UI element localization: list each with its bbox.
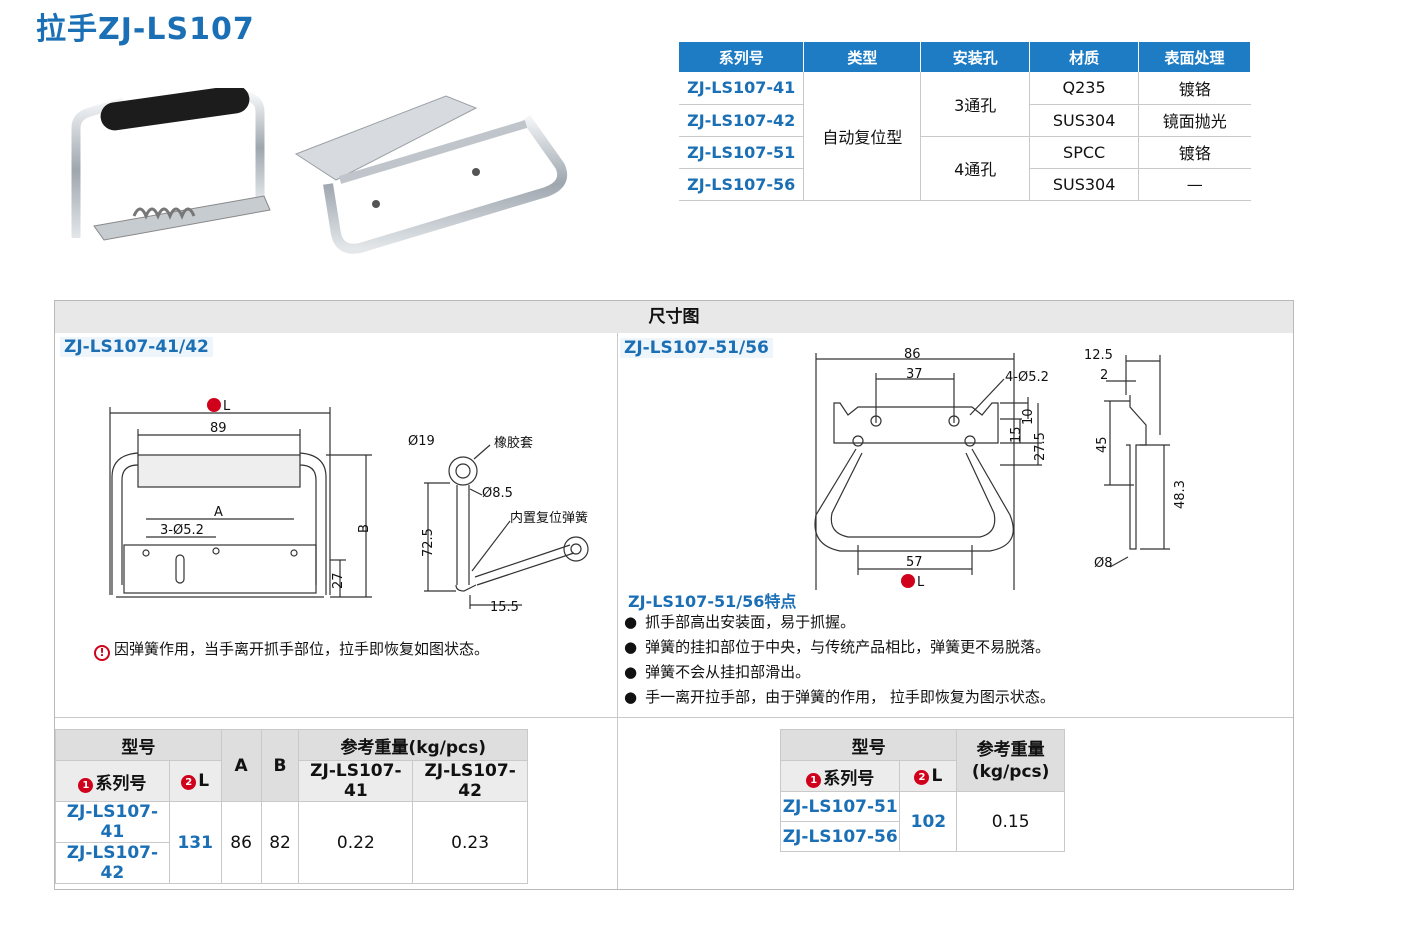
marker-2-icon: 2	[914, 770, 930, 785]
dim-d8: Ø8	[1094, 556, 1113, 571]
marker-2-icon: 2	[181, 775, 197, 790]
spec-table: 系列号 类型 安装孔 材质 表面处理 ZJ-LS107-41 自动复位型 3通孔…	[679, 42, 1251, 201]
feature-item: 弹簧的挂扣部位于中央，与传统产品相比，弹簧更不易脱落。	[624, 635, 1055, 660]
dim-10: 10	[1021, 408, 1036, 425]
dim-15: 15	[1009, 426, 1024, 443]
dim-2: 2	[1100, 368, 1108, 383]
marker-1-icon: 1	[806, 772, 822, 788]
page-title: 拉手ZJ-LS107	[36, 12, 255, 47]
A-cell: 86	[220, 801, 262, 884]
spec-finish: 镜面抛光	[1138, 104, 1251, 137]
spec-header-series: 系列号	[679, 42, 805, 72]
label-spring: 内置复位弹簧	[510, 510, 588, 526]
warning-note: !因弹簧作用，当手离开抓手部位，拉手即恢复如图状态。	[94, 638, 489, 661]
th-model: 型号	[55, 729, 222, 761]
spec-model: ZJ-LS107-56	[679, 168, 805, 201]
spec-holes: 3通孔	[920, 72, 1031, 137]
model-cell: ZJ-LS107-56	[779, 821, 901, 852]
marker-2-icon	[207, 398, 221, 412]
dim-89: 89	[210, 421, 227, 436]
dim-holes-4: 4-Ø5.2	[1005, 370, 1049, 385]
spec-model: ZJ-LS107-42	[679, 104, 805, 137]
spec-material: Q235	[1029, 72, 1140, 105]
model-cell: ZJ-LS107-51	[779, 791, 901, 822]
features-title: ZJ-LS107-51/56特点	[628, 592, 797, 611]
th-w2: ZJ-LS107-42	[412, 760, 528, 802]
spec-header-finish: 表面处理	[1138, 42, 1251, 72]
feature-item: 弹簧不会从挂扣部滑出。	[624, 660, 1055, 685]
spec-header-type: 类型	[803, 42, 922, 72]
B-cell: 82	[260, 801, 300, 884]
dim-86: 86	[904, 347, 921, 362]
L-cell: 131	[168, 801, 222, 884]
th-model: 型号	[779, 729, 958, 761]
dim-45: 45	[1095, 436, 1110, 453]
dimension-frame	[54, 300, 1294, 890]
spec-finish: 镀铬	[1138, 72, 1251, 105]
feature-item: 抓手部高出安装面，易于抓握。	[624, 610, 1055, 635]
spec-material: SUS304	[1029, 168, 1140, 201]
lower-divider	[55, 717, 1293, 718]
marker-1-icon: 1	[78, 777, 94, 793]
right-model-label: ZJ-LS107-51/56	[620, 338, 773, 358]
dim-A: A	[214, 505, 223, 520]
product-photo-handle-41	[71, 88, 271, 241]
L-cell: 102	[899, 791, 958, 852]
product-photo-handle-51	[294, 95, 568, 254]
th-weight: 参考重量(kg/pcs)	[956, 729, 1065, 792]
marker-2-icon	[901, 574, 915, 588]
dim-57: 57	[906, 555, 923, 570]
dim-725: 72.5	[421, 528, 436, 557]
dim-holes: 3-Ø5.2	[160, 523, 204, 538]
feature-item: 手一离开拉手部，由于弹簧的作用， 拉手即恢复为图示状态。	[624, 685, 1055, 710]
model-cell: ZJ-LS107-42	[55, 842, 170, 884]
spec-model: ZJ-LS107-41	[679, 72, 805, 105]
th-A: A	[220, 729, 262, 802]
spec-holes: 4通孔	[920, 136, 1031, 201]
spec-model: ZJ-LS107-51	[679, 136, 805, 169]
spec-finish: —	[1138, 168, 1251, 201]
warning-text: 因弹簧作用，当手离开抓手部位，拉手即恢复如图状态。	[114, 640, 490, 658]
features-list: 抓手部高出安装面，易于抓握。 弹簧的挂扣部位于中央，与传统产品相比，弹簧更不易脱…	[624, 610, 1055, 710]
dim-d85: Ø8.5	[482, 486, 513, 501]
dim-27: 27	[331, 572, 346, 589]
dim-155: 15.5	[490, 600, 519, 615]
drawing-41-42: L 89 A 3-Ø5.2 B 27 Ø19 橡胶套 Ø8.5 内置复位弹簧 7…	[109, 398, 589, 615]
drawing-51-56: 86 37 4-Ø5.2 10 15 27.5 57 L 12.5 2 45 4…	[814, 347, 1188, 590]
spec-header-holes: 安装孔	[920, 42, 1031, 72]
dim-275: 27.5	[1033, 432, 1048, 461]
spec-material: SUS304	[1029, 104, 1140, 137]
w2-cell: 0.23	[412, 801, 528, 884]
spec-type: 自动复位型	[803, 72, 922, 201]
dim-L: L	[223, 399, 231, 414]
section-divider	[617, 333, 618, 889]
model-cell: ZJ-LS107-41	[55, 801, 170, 843]
spec-material: SPCC	[1029, 136, 1140, 169]
label-rubber: 橡胶套	[494, 435, 533, 451]
left-model-label: ZJ-LS107-41/42	[60, 337, 213, 357]
dim-B: B	[357, 524, 372, 533]
th-weight: 参考重量(kg/pcs)	[298, 729, 528, 761]
w1-cell: 0.22	[298, 801, 414, 884]
spec-finish: 镀铬	[1138, 136, 1251, 169]
spec-header-material: 材质	[1029, 42, 1140, 72]
dim-L-right: L	[917, 575, 925, 590]
warning-icon: !	[94, 645, 110, 661]
dim-37: 37	[906, 367, 923, 382]
dimension-title: 尺寸图	[55, 301, 1293, 333]
dim-d19: Ø19	[408, 434, 435, 449]
th-w1: ZJ-LS107-41	[298, 760, 414, 802]
weight-cell: 0.15	[956, 791, 1065, 852]
dim-125: 12.5	[1084, 348, 1113, 363]
dim-483: 48.3	[1173, 480, 1188, 509]
th-B: B	[260, 729, 300, 802]
